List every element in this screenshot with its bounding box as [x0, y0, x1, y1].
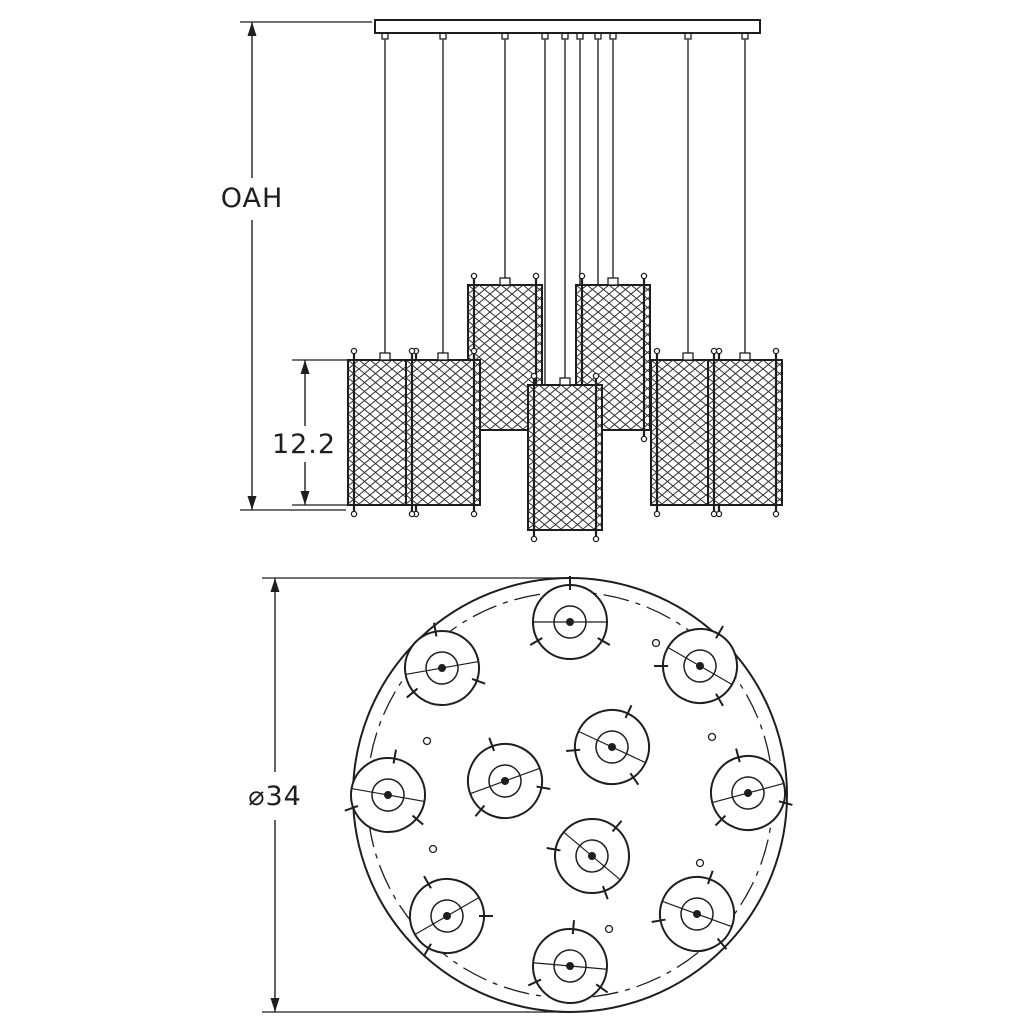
- pendant-shade-top: [696, 737, 798, 841]
- diameter-dimension: ⌀34: [248, 577, 570, 1013]
- side-elevation-view: OAH 12.2: [221, 19, 784, 543]
- suspension-cords: [384, 39, 746, 392]
- pendant-shade-top: [645, 856, 752, 964]
- ceiling-canopy: [374, 19, 761, 40]
- pendant-shade-top: [526, 915, 615, 1008]
- plan-view: ⌀34: [248, 575, 798, 1013]
- oah-dimension-label: OAH: [221, 183, 284, 214]
- shade-height-dimension: 12.2: [272, 359, 350, 506]
- pendant-shade-side: [706, 347, 784, 518]
- pendant-shade-top: [393, 614, 489, 713]
- oah-dimension: OAH: [221, 21, 372, 511]
- pendant-shade-side: [526, 372, 604, 543]
- diameter-dimension-label: ⌀34: [248, 781, 302, 812]
- pendant-shade-top: [536, 794, 654, 911]
- shade-height-dimension-label: 12.2: [272, 429, 336, 460]
- canopy-cord-holes: [422, 638, 717, 934]
- pendant-shade-side: [404, 347, 482, 518]
- pendant-shade-top: [559, 687, 669, 799]
- pendant-shade-top: [450, 723, 557, 831]
- pendant-shade-top: [388, 855, 501, 969]
- pendant-shade-top: [529, 575, 611, 660]
